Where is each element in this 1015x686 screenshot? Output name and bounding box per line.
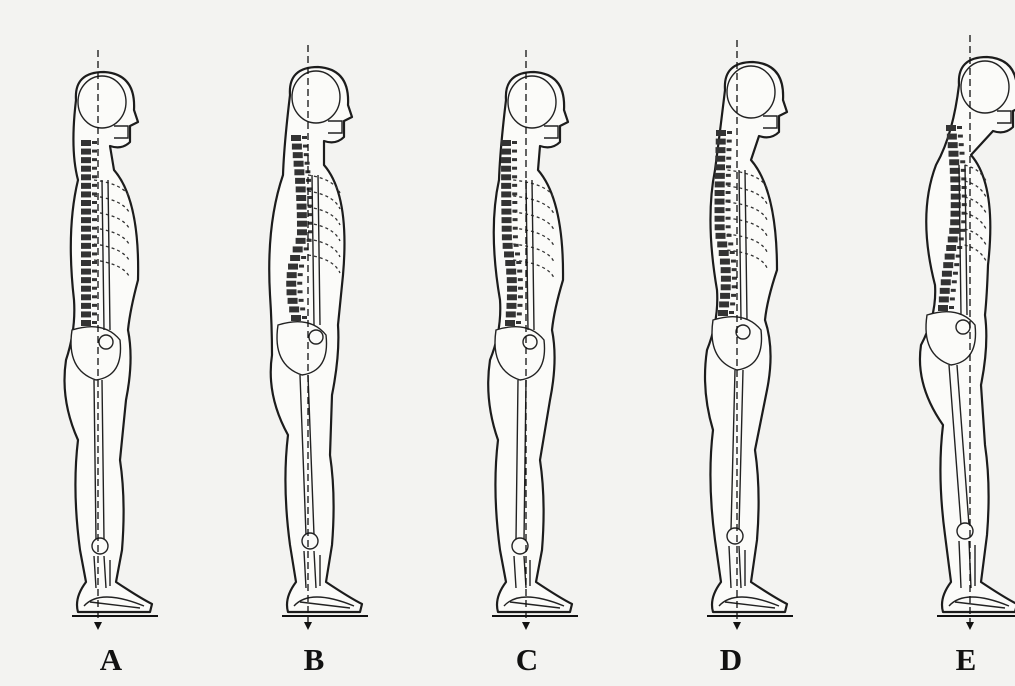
plumb-arrow <box>304 622 312 630</box>
plumb-arrow <box>966 622 974 630</box>
figure-a <box>65 50 159 630</box>
figure-c <box>488 50 578 630</box>
figure-label-c: C <box>497 640 557 680</box>
figure-d <box>705 40 793 630</box>
plumb-arrow <box>522 622 530 630</box>
figure-label-e: E <box>936 640 996 680</box>
figure-label-d: D <box>701 640 761 680</box>
knee <box>92 538 108 554</box>
elbow <box>309 330 323 344</box>
plumb-arrow <box>94 622 102 630</box>
knee <box>302 533 318 549</box>
figure-b <box>269 45 368 630</box>
knee <box>727 528 743 544</box>
elbow <box>99 335 113 349</box>
elbow <box>956 320 970 334</box>
figure-label-b: B <box>284 640 344 680</box>
elbow <box>736 325 750 339</box>
figure-label-a: A <box>81 640 141 680</box>
figure-e <box>920 35 1015 630</box>
elbow <box>523 335 537 349</box>
plumb-arrow <box>733 622 741 630</box>
